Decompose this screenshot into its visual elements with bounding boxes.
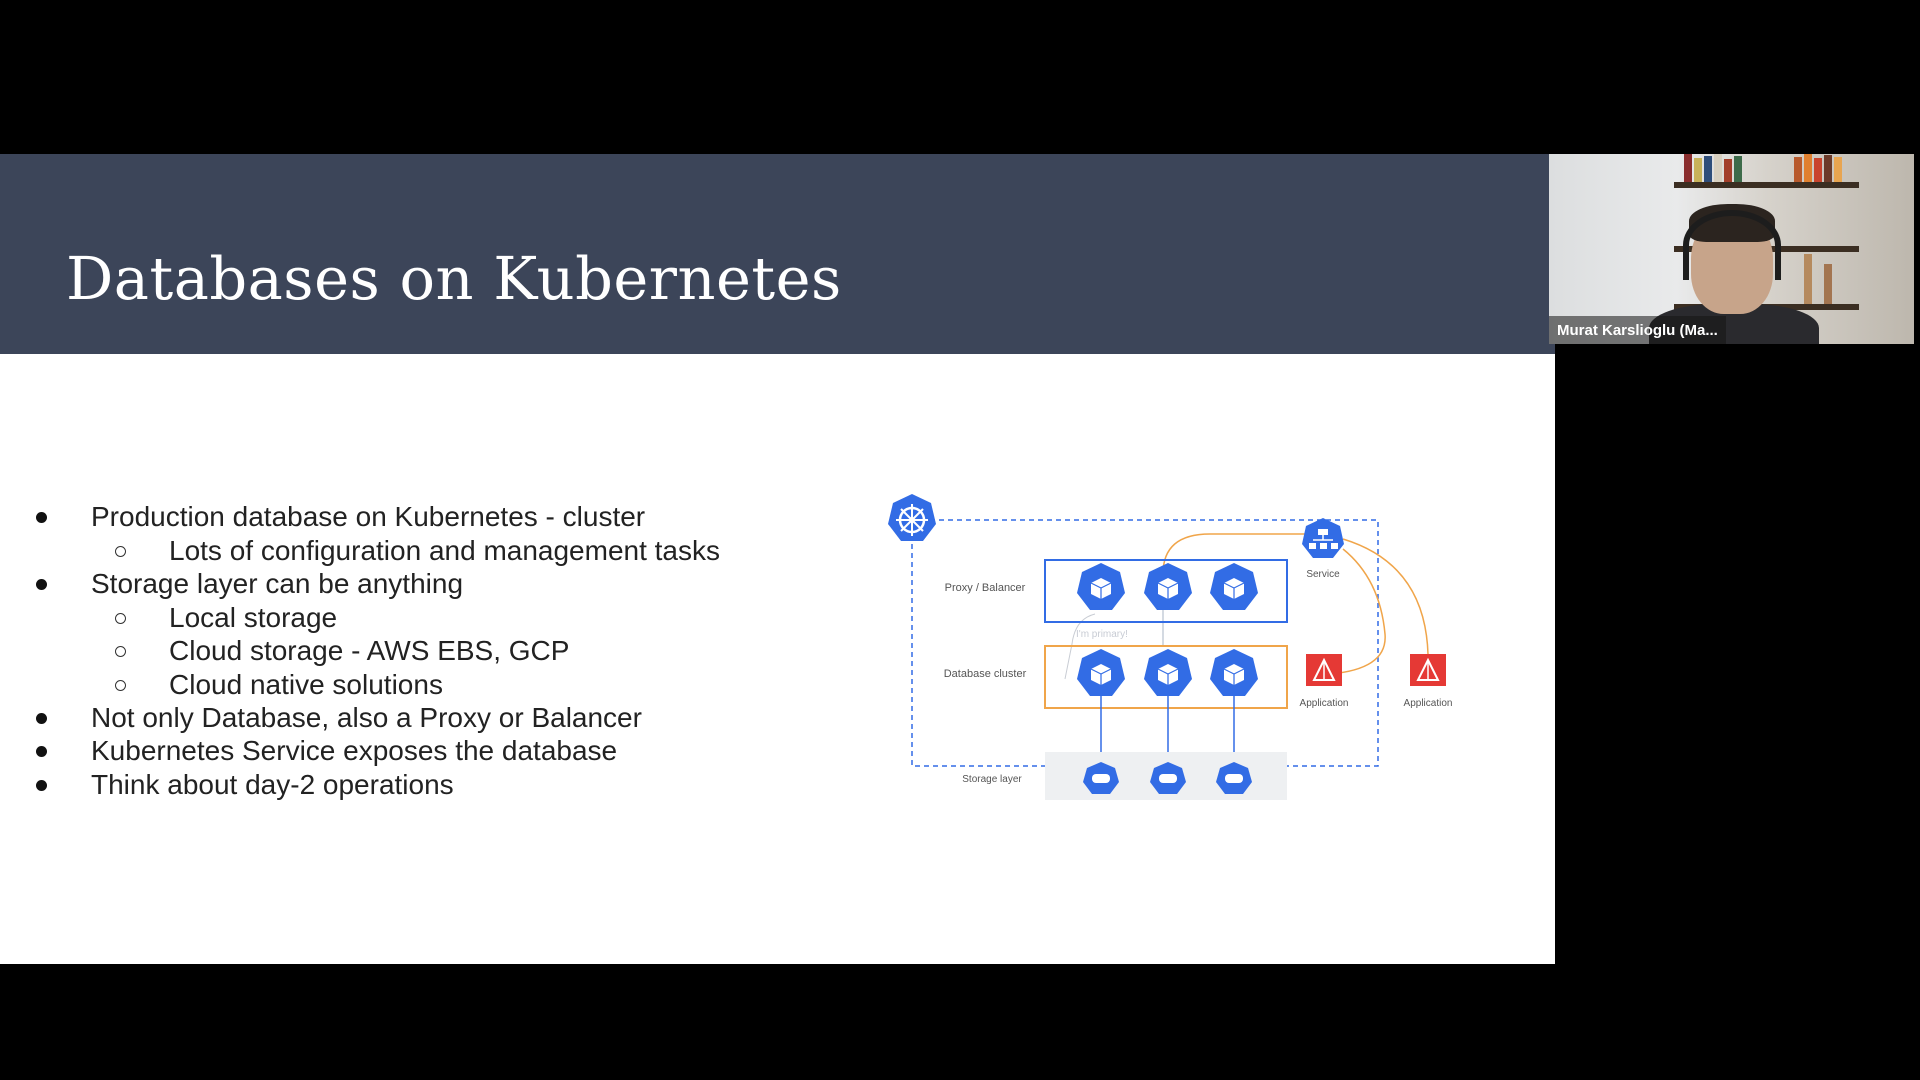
bullet-text: Think about day-2 operations (91, 769, 454, 800)
volume-disk-icon (1083, 762, 1119, 794)
bullet-dot-icon (36, 512, 47, 523)
participant-name-bar: Murat Karslioglu (Ma... (1549, 316, 1726, 344)
bullet-text: Storage layer can be anything (91, 568, 464, 599)
volume-disk-icon (1216, 762, 1252, 794)
pod-cube-icon (1077, 649, 1125, 696)
service-network-icon (1302, 518, 1344, 558)
bullet-ring-icon (115, 646, 126, 657)
sub-bullet-item: Lots of configuration and management tas… (115, 534, 721, 568)
bullet-text: Cloud native solutions (169, 669, 443, 700)
bullet-dot-icon (36, 713, 47, 724)
bullet-text: Not only Database, also a Proxy or Balan… (91, 702, 642, 733)
bullet-item: Think about day-2 operations (36, 768, 454, 802)
application-icon (1306, 654, 1342, 686)
bullet-text: Lots of configuration and management tas… (169, 535, 721, 566)
architecture-diagram: Service Proxy / Balancer I'm primary! Da… (888, 494, 1453, 800)
pod-cube-icon (1210, 563, 1258, 610)
bullet-item: Production database on Kubernetes - clus… (36, 500, 646, 534)
slide-title: Databases on Kubernetes (66, 244, 842, 313)
participant-video-tile[interactable]: Murat Karslioglu (Ma... (1549, 154, 1914, 344)
pod-cube-icon (1144, 563, 1192, 610)
cluster-boundary (911, 519, 1379, 767)
bullet-ring-icon (115, 613, 126, 624)
bullet-text: Local storage (169, 602, 338, 633)
bullet-dot-icon (36, 746, 47, 757)
headset-icon (1683, 210, 1781, 280)
bullet-text: Production database on Kubernetes - clus… (91, 501, 646, 532)
service-label: Service (1306, 569, 1340, 580)
bullet-item: Not only Database, also a Proxy or Balan… (36, 701, 642, 735)
primary-note: I'm primary! (1076, 629, 1128, 640)
bullet-text: Kubernetes Service exposes the database (91, 735, 618, 766)
bullet-text: Cloud storage - AWS EBS, GCP (169, 635, 570, 666)
bullet-ring-icon (115, 680, 126, 691)
database-cluster-label: Database cluster (944, 668, 1027, 680)
pod-cube-icon (1210, 649, 1258, 696)
slide-header: Databases on Kubernetes (0, 154, 1555, 354)
storage-layer-label: Storage layer (962, 774, 1022, 785)
service-to-app1-line (1329, 548, 1386, 675)
database-box (1044, 645, 1288, 709)
application-label: Application (1300, 698, 1349, 709)
bullet-item: Storage layer can be anything (36, 567, 464, 601)
sub-bullet-item: Cloud storage - AWS EBS, GCP (115, 634, 570, 668)
primary-note-line (1064, 613, 1096, 680)
slide: Databases on Kubernetes Production datab… (0, 154, 1555, 964)
kubernetes-helm-icon (888, 494, 936, 541)
bullet-dot-icon (36, 780, 47, 791)
bullet-list: Production database on Kubernetes - clus… (0, 154, 900, 964)
service-to-app2-line (1342, 538, 1429, 655)
volume-disk-icon (1150, 762, 1186, 794)
pod-cube-icon (1144, 649, 1192, 696)
sub-bullet-item: Cloud native solutions (115, 668, 443, 702)
proxy-box (1044, 559, 1288, 623)
bullet-ring-icon (115, 546, 126, 557)
application-label: Application (1404, 698, 1453, 709)
application-icon (1410, 654, 1446, 686)
proxy-balancer-label: Proxy / Balancer (945, 582, 1026, 594)
bullet-item: Kubernetes Service exposes the database (36, 734, 618, 768)
sub-bullet-item: Local storage (115, 601, 338, 635)
participant-name: Murat Karslioglu (Ma... (1557, 321, 1718, 339)
pod-cube-icon (1077, 563, 1125, 610)
bullet-dot-icon (36, 579, 47, 590)
